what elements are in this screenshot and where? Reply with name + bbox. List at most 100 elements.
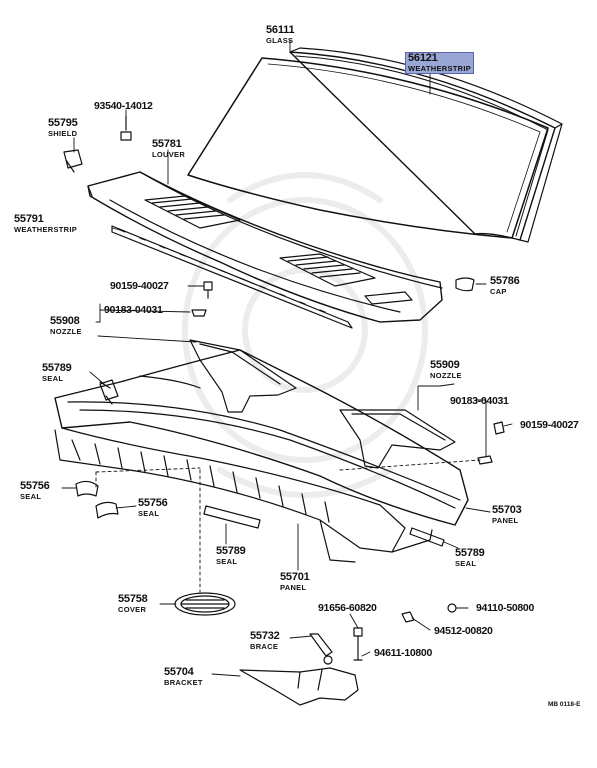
label-panel-55703: 55703 PANEL — [492, 505, 522, 525]
part-number: 55781 — [152, 138, 182, 150]
label-cowl-weatherstrip: 55791 WEATHERSTRIP — [14, 214, 77, 234]
part-name: BRACE — [250, 642, 279, 651]
part-number: 91656-60820 — [318, 602, 377, 614]
part-number: 55758 — [118, 593, 148, 605]
seal-55789-top — [99, 379, 119, 401]
label-seal-55789-top: 55789 SEAL — [42, 363, 72, 383]
diagram-code: MB 0118-E — [548, 701, 581, 708]
part-number: 55703 — [492, 504, 522, 516]
nut-94512 — [401, 611, 415, 623]
label-bracket: 55704 BRACKET — [164, 667, 203, 687]
label-nut-94611: 94611-10800 — [374, 648, 432, 659]
dashed-ref-line-right — [339, 459, 481, 471]
part-name: WEATHERSTRIP — [14, 225, 78, 234]
part-number: 90183-04031 — [104, 304, 163, 316]
part-number: 55789 — [455, 547, 485, 559]
bolt-91656 — [353, 627, 363, 661]
part-name: SEAL — [455, 559, 477, 568]
label-cap: 55786 CAP — [490, 276, 520, 296]
screw-90159-a — [203, 281, 213, 299]
part-number: 55756 — [138, 497, 168, 509]
part-number: 94512-00820 — [434, 625, 493, 637]
seal-55756-a — [75, 480, 99, 497]
label-shield: 55795 SHIELD — [48, 118, 78, 138]
part-number: 55908 — [50, 315, 80, 327]
label-clip-90183-b: 90183-04031 — [450, 396, 509, 407]
label-seal-55789-mid: 55789 SEAL — [216, 546, 246, 566]
bolt-93540 — [120, 115, 132, 141]
part-number: 55756 — [20, 480, 50, 492]
part-number: 94110-50800 — [476, 602, 535, 614]
part-number: 55704 — [164, 666, 194, 678]
part-number: 55791 — [14, 213, 44, 225]
cowl-louver — [87, 171, 443, 323]
shield-55795 — [63, 149, 83, 173]
label-nozzle-right: 55909 NOZZLE — [430, 360, 462, 380]
label-seal-55756-b: 55756 SEAL — [138, 498, 168, 518]
label-brace: 55732 BRACE — [250, 631, 280, 651]
highlight-box: 56121 WEATHERSTRIP — [405, 52, 475, 74]
part-name: GLASS — [266, 36, 294, 45]
part-name: COVER — [118, 605, 147, 614]
label-bolt-91656: 91656-60820 — [318, 603, 377, 614]
screw-90159-b — [493, 421, 505, 435]
part-number: 55795 — [48, 117, 78, 129]
part-number: 55732 — [250, 630, 280, 642]
part-name: CAP — [490, 287, 507, 296]
label-screw-90159-a: 90159-40027 — [110, 281, 169, 292]
part-number: 93540-14012 — [94, 100, 153, 112]
part-number: 56121 — [408, 52, 438, 64]
part-number: 90159-40027 — [520, 419, 579, 431]
label-cover: 55758 COVER — [118, 594, 148, 614]
label-windshield-weatherstrip[interactable]: 56121 WEATHERSTRIP — [405, 52, 475, 74]
clip-90183-a — [191, 309, 207, 317]
part-number: 55789 — [42, 362, 72, 374]
label-nut-94512: 94512-00820 — [434, 626, 493, 637]
nut-94110 — [447, 603, 457, 613]
part-name: NOZZLE — [50, 327, 82, 336]
dashed-ref-line-top — [95, 467, 201, 491]
cowl-panel-55701 — [54, 427, 433, 563]
part-name: BRACKET — [164, 678, 203, 687]
part-name: SEAL — [216, 557, 238, 566]
leader-lines — [61, 39, 513, 677]
part-number: 90159-40027 — [110, 280, 169, 292]
windshield-weatherstrip — [289, 47, 563, 243]
label-nozzle-left: 55908 NOZZLE — [50, 316, 82, 336]
seal-55789-mid — [203, 505, 261, 529]
part-number: 90183-04031 — [450, 395, 509, 407]
seal-55756-b — [95, 501, 119, 519]
brace-55732 — [309, 633, 333, 665]
label-seal-55756-a: 55756 SEAL — [20, 481, 50, 501]
label-bolt-93540: 93540-14012 — [94, 101, 153, 112]
seal-55789-right — [409, 527, 445, 547]
label-screw-90159-b: 90159-40027 — [520, 420, 579, 431]
label-panel-55701: 55701 PANEL — [280, 572, 310, 592]
part-name: WEATHERSTRIP — [408, 64, 472, 73]
bracket-55704 — [239, 667, 359, 706]
nozzle-right-55909 — [339, 409, 456, 469]
part-number: 55701 — [280, 571, 310, 583]
part-name: LOUVER — [152, 150, 186, 159]
part-number: 55789 — [216, 545, 246, 557]
part-number: 56111 — [266, 24, 295, 36]
label-louver: 55781 LOUVER — [152, 139, 185, 159]
part-name: SEAL — [138, 509, 160, 518]
part-number: 94611-10800 — [374, 647, 433, 659]
part-name: PANEL — [492, 516, 519, 525]
cowl-panel-55703 — [54, 349, 469, 526]
cowl-weatherstrip — [111, 225, 353, 329]
part-name: NOZZLE — [430, 371, 462, 380]
label-seal-55789-right: 55789 SEAL — [455, 548, 485, 568]
cap-55786 — [455, 277, 475, 292]
clip-90183-b — [477, 455, 493, 465]
part-name: SEAL — [20, 492, 42, 501]
part-name: SHIELD — [48, 129, 78, 138]
windshield-glass — [187, 57, 549, 239]
part-name: SEAL — [42, 374, 64, 383]
cover-55758 — [174, 592, 236, 616]
part-number: 55909 — [430, 359, 460, 371]
label-nut-94110: 94110-50800 — [476, 603, 534, 614]
part-number: 55786 — [490, 275, 520, 287]
